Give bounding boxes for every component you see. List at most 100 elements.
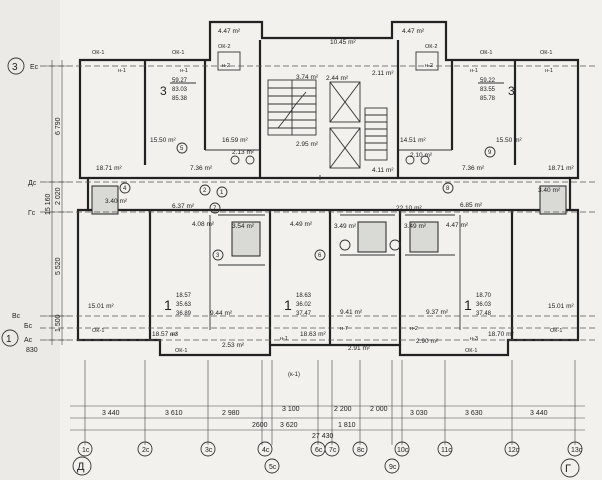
axis-12c: 12с: [508, 447, 520, 454]
area-loggia-b1: 2.53 m²: [222, 342, 245, 349]
apt-gross: 85.38: [172, 96, 188, 102]
area-corr-right-balcony: 3.40 m²: [538, 187, 561, 194]
area-corr-left: 6.37 m²: [172, 203, 195, 210]
circle-6: 6: [318, 253, 322, 259]
apt-total: 83.55: [480, 87, 496, 93]
area-corr-center: 22.10 m²: [396, 205, 422, 212]
bathtub-c: [409, 221, 439, 253]
section-mark: (к-1): [288, 372, 300, 378]
area-stair-right: 2.44 m²: [326, 75, 349, 82]
label-ok1-g: ОК-1: [465, 348, 477, 354]
label-ok1-c: ОК-1: [480, 50, 492, 56]
axis-labels-left: Ес Дс Гс Вс Бс Ас 3 1: [6, 62, 39, 345]
area-hall-left: 7.36 m²: [190, 165, 213, 172]
label-ok1-f: ОК-1: [175, 348, 187, 354]
axis-5c: 5с: [269, 464, 277, 471]
apartment-summaries: 3 59.27 83.03 85.38 3 59.22 83.55 85.78 …: [160, 78, 515, 317]
axis-1c: 1с: [82, 447, 90, 454]
area-room-right-1: 14.51 m²: [400, 137, 426, 144]
area-corr-left-balcony: 3.40 m²: [105, 198, 128, 205]
apt-number: 1: [464, 297, 472, 313]
axis-11c: 11с: [441, 447, 452, 454]
apt-gross: 37.48: [476, 311, 492, 317]
dim-b6: 2 200: [334, 406, 352, 413]
axis-3c: 3с: [205, 447, 213, 454]
axis-e: Ес: [30, 64, 39, 71]
dim-b8: 3 030: [410, 410, 428, 417]
area-hall-b3: 9.41 m²: [340, 309, 363, 316]
axis-4c: 4с: [262, 447, 270, 454]
bathtub-a: [231, 221, 261, 257]
axis-b: Бс: [24, 323, 33, 330]
area-hall-b4: 9.37 m²: [426, 309, 449, 316]
label-ok1-h: ОК-1: [550, 328, 562, 334]
area-room-b1: 15.01 m²: [88, 303, 114, 310]
marker-d: Д: [77, 461, 85, 473]
label-n1-e: н-1: [280, 336, 288, 342]
area-room-left-2: 16.59 m²: [222, 137, 248, 144]
apt-total: 35.63: [176, 302, 192, 308]
area-stair-left: 3.74 m²: [296, 74, 319, 81]
fixtures: [91, 51, 567, 257]
apt-gross: 37.47: [296, 311, 312, 317]
area-bath-left: 2.13 m²: [232, 149, 255, 156]
apt-number: 3: [160, 84, 167, 98]
dim-b2: 3 610: [165, 410, 183, 417]
axis-2c: 2с: [142, 447, 150, 454]
label-ok1-d: ОК-1: [540, 50, 552, 56]
circle-8: 8: [446, 186, 450, 192]
apt-living: 59.22: [480, 78, 496, 84]
label-ok2-b: ОК-2: [425, 44, 437, 50]
dim-5520: 5 520: [55, 257, 62, 275]
area-room-left-1: 15.50 m²: [150, 137, 176, 144]
paper-shade-left: [0, 0, 60, 480]
area-bath-a: 3.54 m²: [232, 223, 255, 230]
dim-2020: 2 020: [55, 187, 62, 205]
axis-v: Вс: [12, 313, 21, 320]
axis-d: Дс: [28, 180, 37, 187]
area-room-left-big: 18.71 m²: [96, 165, 122, 172]
area-room-b4: 18.70 m²: [488, 331, 514, 338]
circle-3: 3: [216, 253, 220, 259]
area-room-right-big: 18.71 m²: [548, 165, 574, 172]
dim-b3: 2 980: [222, 410, 240, 417]
row-marker-3: 3: [12, 62, 18, 73]
axis-bubbles-left: [1, 57, 25, 347]
dim-b9: 3 630: [465, 410, 483, 417]
area-room-b3: 18.63 m²: [300, 331, 326, 338]
axis-a: Ас: [24, 337, 33, 344]
label-n2-b: н-2: [425, 63, 433, 69]
area-room-b2: 18.57 m²: [152, 331, 178, 338]
room-number-circles: 1 2 3 4 5 6 7 8 9: [119, 142, 496, 261]
label-n1-a: н-1: [118, 68, 126, 74]
label-n3-b: н-3: [470, 336, 478, 342]
window-labels: ОК-1 ОК-1 ОК-2 ОК-2 ОК-1 ОК-1 н-1 н-1 н-…: [92, 44, 562, 354]
area-loggia-b4: 2.90 m²: [416, 338, 439, 345]
marker-g: Г: [565, 463, 571, 475]
area-wc-a: 4.08 m²: [192, 221, 215, 228]
apt-living: 59.27: [172, 78, 188, 84]
area-wc-c: 4.47 m²: [446, 222, 469, 229]
circle-2: 2: [203, 188, 207, 194]
label-ok1-b: ОК-1: [172, 50, 184, 56]
stair-core: [267, 79, 388, 169]
apt-total: 36.03: [476, 302, 492, 308]
apt-total: 83.03: [172, 87, 188, 93]
dim-b5: 3 100: [282, 406, 300, 413]
grid-lines: [40, 60, 598, 445]
area-lift-right: 2.11 m²: [372, 70, 394, 77]
axis-g: Гс: [28, 210, 36, 217]
dim-6790: 6 790: [55, 117, 62, 135]
circle-1: 1: [220, 190, 224, 196]
circle-9: 9: [488, 150, 492, 156]
apt-number: 1: [164, 297, 172, 313]
label-n2-a: н-2: [222, 63, 230, 69]
label-n1-c: н-1: [470, 68, 478, 74]
apt-living: 18.63: [296, 293, 312, 299]
bathtub-right: [539, 185, 567, 215]
label-n1-d: н-1: [545, 68, 553, 74]
area-bath-c: 3.49 m²: [404, 223, 427, 230]
area-loggia-b3: 2.91 m²: [348, 345, 371, 352]
label-n7: н-7: [340, 326, 348, 332]
